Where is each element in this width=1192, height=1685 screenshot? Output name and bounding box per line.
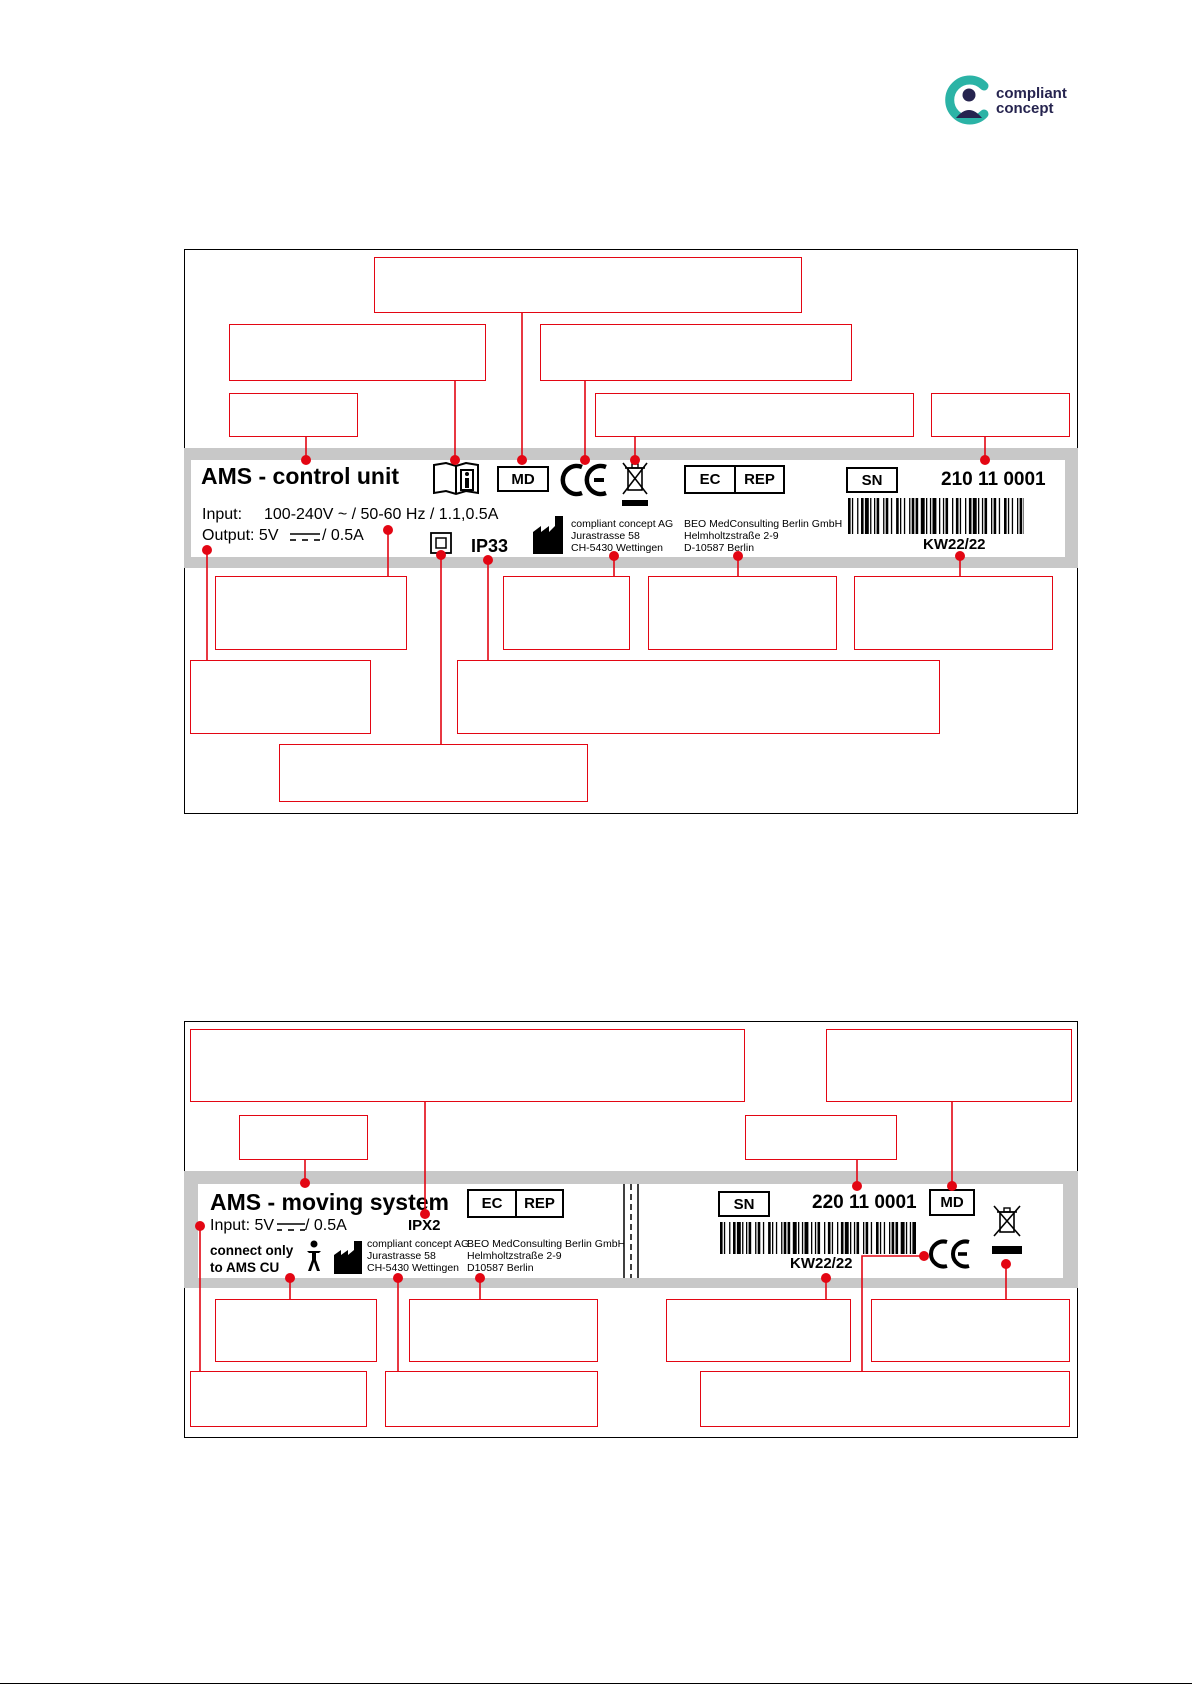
callout-box (666, 1299, 851, 1362)
callout-box (374, 257, 802, 313)
callout-box (409, 1299, 598, 1362)
callout-box (854, 576, 1053, 650)
label2-title: AMS - moving system (210, 1189, 449, 1215)
label1-manufacturer-line1: compliant concept AG (571, 518, 674, 530)
callout-box (279, 744, 588, 802)
footer-rule (0, 1683, 1192, 1684)
label2-ip-rating: IPX2 (408, 1217, 441, 1234)
label2-date-code: KW22/22 (790, 1255, 853, 1272)
label1-ec-rep-line3: D-10587 Berlin (684, 542, 755, 554)
label2-connect-line2: to AMS CU (210, 1260, 280, 1275)
callout-box (229, 393, 358, 437)
label2-ec-rep-line1: BEO MedConsulting Berlin GmbH (467, 1238, 626, 1250)
weee-bin-icon (992, 1205, 1022, 1254)
callout-box (215, 1299, 377, 1362)
dc-current-icon (290, 533, 320, 541)
weee-bin-icon (622, 462, 648, 506)
callout-box (190, 1371, 367, 1427)
label1-ec-rep-line1: BEO MedConsulting Berlin GmbH (684, 518, 843, 530)
callout-box (229, 324, 486, 381)
label1-title: AMS - control unit (201, 463, 400, 489)
ce-mark-icon (929, 1239, 970, 1269)
callout-box (190, 1029, 745, 1102)
md-symbol: MD (497, 466, 549, 492)
callout-box (385, 1371, 598, 1427)
dc-current-icon (277, 1223, 305, 1231)
label1-ip-rating: IP33 (471, 536, 509, 556)
callout-box (745, 1115, 897, 1160)
label2-serial-number: 220 11 0001 (812, 1192, 917, 1213)
label1-input-value: 100-240V ~ / 50-60 Hz / 1.1,0.5A (264, 506, 499, 523)
callout-box (540, 324, 852, 381)
label1-manufacturer-line3: CH-5430 Wettingen (571, 542, 664, 554)
ec-rep-rep: REP (734, 465, 785, 494)
label2-input-value: / 0.5A (305, 1217, 347, 1234)
type-b-person-icon (307, 1240, 321, 1271)
label2-manufacturer-line3: CH-5430 Wettingen (367, 1262, 460, 1274)
callout-box (239, 1115, 368, 1160)
md-symbol: MD (929, 1189, 975, 1216)
instructions-for-use-icon (433, 462, 479, 496)
ec-rep-rep: REP (515, 1189, 564, 1218)
compliant-concept-logo: compliant concept (944, 74, 1074, 126)
label1-input-label: Input: (202, 506, 243, 523)
callout-box (595, 393, 914, 437)
label1-date-code: KW22/22 (923, 536, 986, 553)
label2-connect-line1: connect only (210, 1243, 294, 1258)
callout-box (826, 1029, 1072, 1102)
callout-box (503, 576, 630, 650)
label1-manufacturer-line2: Jurastrasse 58 (571, 530, 640, 542)
callout-box (931, 393, 1070, 437)
label2-ec-rep-line3: D10587 Berlin (467, 1262, 534, 1274)
callout-box (215, 576, 407, 650)
callout-box (648, 576, 837, 650)
label2-ec-rep-line2: Helmholtzstraße 2-9 (467, 1250, 562, 1262)
manufacturer-factory-icon (533, 516, 563, 554)
label2-separator (619, 1184, 648, 1278)
label1-serial-number: 210 11 0001 (941, 469, 1046, 490)
callout-box (457, 660, 940, 734)
class-ii-square-icon (430, 532, 452, 554)
ce-mark-icon (560, 463, 607, 497)
label2-input-label: Input: 5V (210, 1217, 275, 1234)
logo-text-line1: compliant (996, 85, 1067, 102)
label2-right-part (648, 1184, 1063, 1278)
label2-manufacturer-line2: Jurastrasse 58 (367, 1250, 436, 1262)
label1-output-label: Output: 5V (202, 527, 279, 544)
label1-ec-rep-line2: Helmholtzstraße 2-9 (684, 530, 779, 542)
ec-rep-ec: EC (684, 465, 736, 494)
callout-box (190, 660, 371, 734)
manufacturer-factory-icon (334, 1241, 362, 1274)
sn-symbol: SN (718, 1191, 770, 1217)
compliant-concept-logo-icon (945, 75, 989, 125)
label1-output-value: / 0.5A (322, 527, 364, 544)
ec-rep-ec: EC (467, 1189, 517, 1218)
label2-manufacturer-line1: compliant concept AG (367, 1238, 470, 1250)
callout-box (700, 1371, 1070, 1427)
logo-text-line2: concept (996, 100, 1054, 117)
barcode (720, 1222, 916, 1254)
callout-box (871, 1299, 1070, 1362)
barcode (848, 498, 1024, 534)
sn-symbol: SN (846, 467, 898, 493)
